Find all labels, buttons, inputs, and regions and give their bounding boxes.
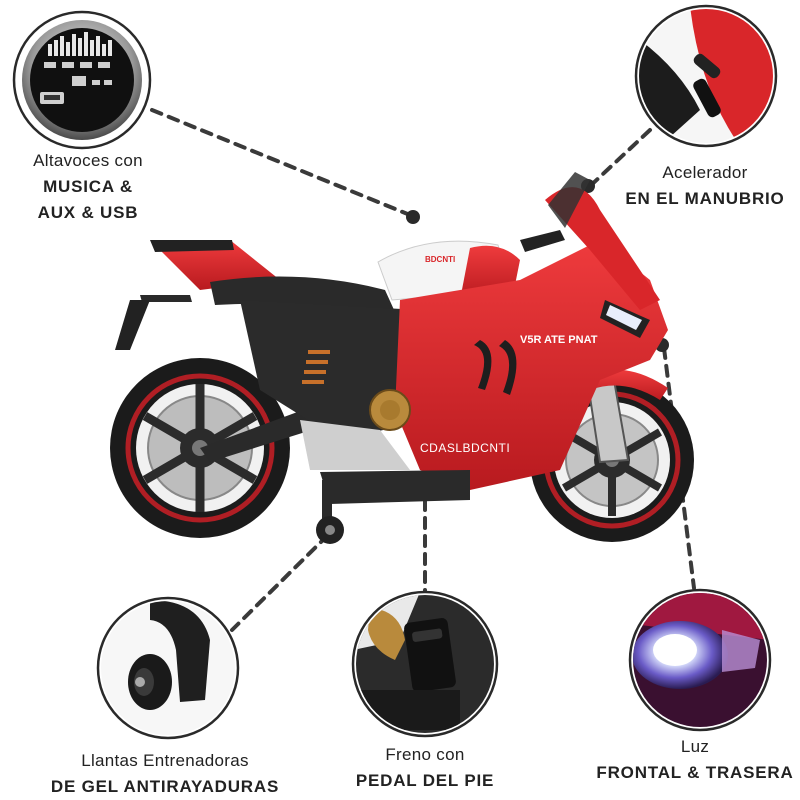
caption-brake: Freno con PEDAL DEL PIE — [340, 742, 510, 794]
caption-light-line1: Luz — [680, 737, 710, 756]
caption-throttle: Acelerador EN EL MANUBRIO — [610, 160, 800, 212]
training-wheel-icon — [128, 654, 172, 710]
caption-light-line2: FRONTAL & TRASERA — [596, 763, 794, 782]
headlight-icon — [633, 621, 760, 689]
usb-port-icon — [40, 92, 64, 104]
caption-wheels-line2: DE GEL ANTIRAYADURAS — [50, 777, 280, 796]
throttle-grip-icon — [693, 53, 721, 118]
connector-wheels — [230, 533, 330, 632]
callout-throttle — [634, 4, 778, 148]
connector-speakers — [150, 108, 412, 217]
tank-decal: BDCNTI — [425, 255, 455, 264]
motorcycle: V5R ATE PNAT CDASLBDCNTI BDCNTI — [110, 172, 694, 544]
caption-throttle-line1: Acelerador — [662, 163, 748, 182]
caption-speakers-line1: Altavoces con — [33, 151, 143, 170]
brake-pedal-icon — [404, 618, 456, 692]
connector-light — [662, 346, 696, 590]
caption-throttle-line2: EN EL MANUBRIO — [625, 189, 785, 208]
callout-speakers — [12, 10, 152, 150]
equalizer-icon — [48, 32, 112, 56]
connector-throttle — [586, 128, 652, 190]
caption-speakers-line2: MUSICA & — [43, 177, 133, 196]
callout-light — [628, 588, 772, 732]
side-decal: CDASLBDCNTI — [420, 441, 510, 455]
caption-light: Luz FRONTAL & TRASERA — [590, 734, 800, 786]
caption-speakers: Altavoces con MUSICA & AUX & USB — [8, 148, 168, 226]
caption-wheels: Llantas Entrenadoras DE GEL ANTIRAYADURA… — [20, 748, 310, 800]
caption-wheels-line1: Llantas Entrenadoras — [81, 751, 249, 770]
caption-brake-line1: Freno con — [385, 745, 465, 764]
caption-speakers-line3: AUX & USB — [37, 203, 139, 222]
caption-brake-line2: PEDAL DEL PIE — [355, 771, 495, 790]
callout-brake — [351, 590, 499, 738]
fairing-decal: V5R ATE PNAT — [520, 334, 598, 346]
callout-wheels — [96, 596, 240, 740]
